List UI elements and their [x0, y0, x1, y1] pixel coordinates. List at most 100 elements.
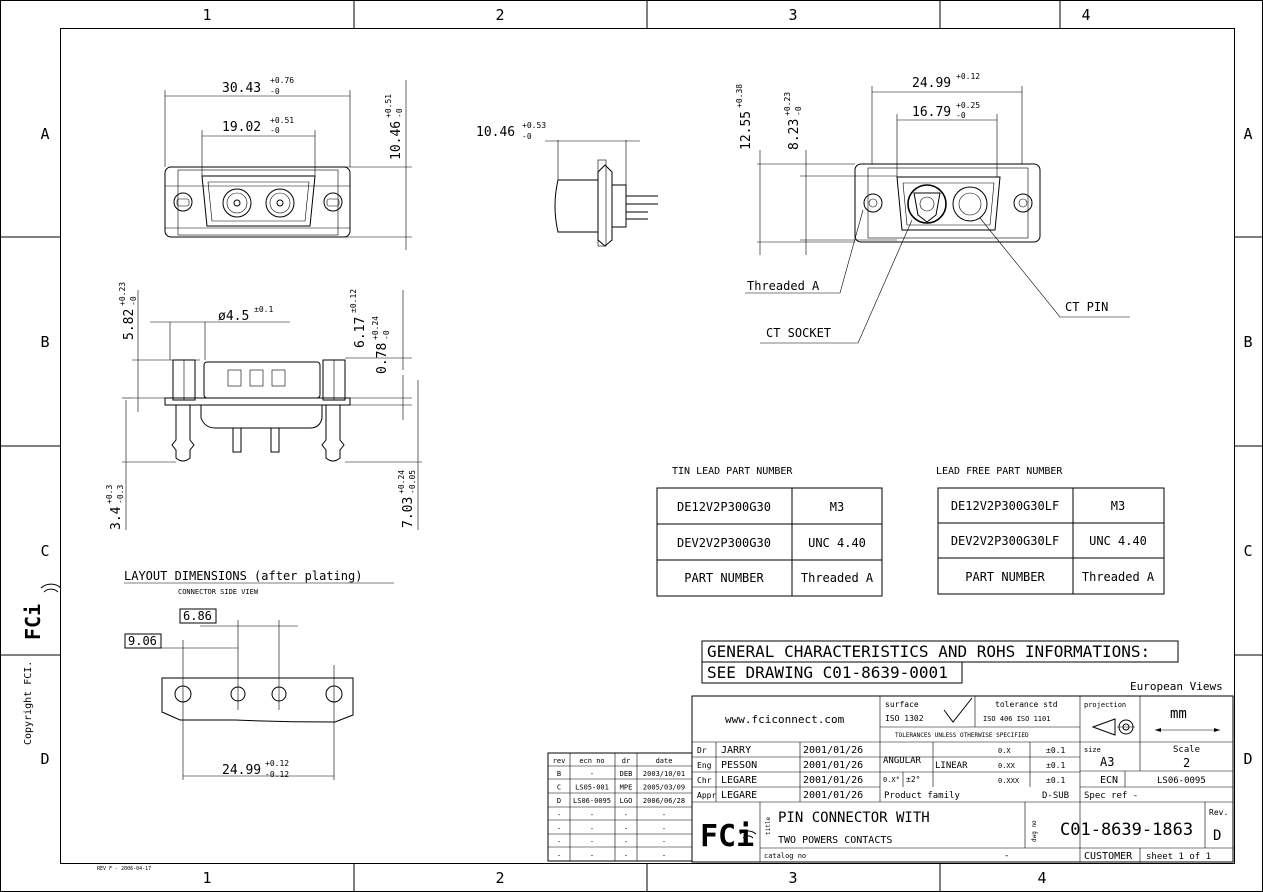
projection-symbol-icon	[1091, 718, 1135, 736]
dim-rear-inner-tol-minus: -0	[956, 111, 966, 120]
customer-label: CUSTOMER	[1084, 851, 1133, 862]
product-family-label: Product family	[884, 791, 960, 801]
layout-dim-offset: 9.06	[128, 634, 157, 648]
revision-cell: -	[590, 811, 594, 819]
zone-left-a: A	[40, 125, 49, 143]
approval-cell: Dr	[697, 746, 707, 755]
revision-cell: -	[662, 824, 666, 832]
approval-cell: 2001/01/26	[803, 775, 863, 786]
dwg-label: dwg no	[1031, 820, 1038, 842]
approval-cell: 2001/01/26	[803, 760, 863, 771]
zone-bottom-1: 1	[202, 869, 211, 887]
callout-ct-pin: CT PIN	[1065, 300, 1108, 314]
zone-top-4: 4	[1081, 6, 1090, 24]
size-value: A3	[1100, 755, 1114, 769]
dim-bottom-left-height-tol-minus: -0	[129, 296, 138, 306]
zone-left-c: C	[40, 542, 49, 560]
dim-front-height: 10.46	[389, 121, 404, 160]
revision-cell: -	[662, 852, 666, 860]
dim-rear-height-tol: +0.38	[735, 84, 744, 108]
dim-flange-tol-minus: -0	[382, 330, 391, 340]
unit-mm: mm	[1170, 706, 1187, 722]
revision-cell: MPE	[620, 784, 633, 792]
revision-cell: -	[590, 852, 594, 860]
zone-top-1: 1	[202, 6, 211, 24]
revision-cell: -	[557, 852, 561, 860]
approval-cell: Eng	[697, 761, 712, 770]
approval-cell: 2001/01/26	[803, 790, 863, 801]
approval-cell: Appr	[697, 791, 716, 800]
approval-cell: LEGARE	[721, 775, 757, 786]
dim-tail-length: 7.03	[401, 497, 416, 528]
free-thread-2: UNC 4.40	[1089, 534, 1147, 548]
revision-cell: -	[590, 824, 594, 832]
spec-ref: Spec ref -	[1084, 791, 1138, 801]
zone-right-b: B	[1243, 333, 1252, 351]
revision-cell: -	[624, 838, 628, 846]
zone-right-a: A	[1243, 125, 1252, 143]
rear-view: 24.99 +0.12 16.79 +0.25 -0 12.55 +0.38 8…	[735, 72, 1130, 344]
surface-label: surface	[885, 700, 919, 709]
dim-rear-inner-height-tol-plus: +0.23	[783, 92, 792, 116]
drawing-number: C01-8639-1863	[1060, 820, 1193, 840]
revision-cell: D	[557, 797, 561, 805]
dim-post-height-tol: ±0.12	[349, 289, 358, 313]
angular-label: ANGULAR	[883, 756, 922, 766]
free-thread-1: M3	[1111, 499, 1125, 513]
zone-top-2: 2	[495, 6, 504, 24]
dim-rear-inner-tol-plus: +0.25	[956, 101, 980, 110]
dim-boardlock-tol-minus: -0.3	[116, 485, 125, 504]
dim-rear-inner: 16.79	[912, 105, 951, 120]
product-family-value: D-SUB	[1042, 791, 1069, 801]
tin-lead-table: TIN LEAD PART NUMBER DE12V2P300G30 M3 DE…	[656, 466, 883, 597]
fci-signal-icon	[40, 583, 62, 593]
scale-label: Scale	[1173, 745, 1200, 755]
callout-threaded: Threaded A	[747, 279, 820, 293]
dim-rear-width-tol: +0.12	[956, 72, 980, 81]
dim-front-inner-tol-plus: +0.51	[270, 116, 294, 125]
dim-front-inner-tol-minus: -0	[270, 126, 280, 135]
dim-pin-diameter: ø4.5	[218, 309, 249, 324]
dim-flange: 0.78	[375, 343, 390, 374]
dim-tail-length-tol-plus: +0.24	[397, 470, 406, 494]
fci-logo-signal-icon	[739, 830, 757, 839]
dim-tail-length-tol-minus: -0.05	[408, 470, 417, 494]
linear-format: 0.X	[998, 747, 1011, 755]
rev-header-ecn: ecn no	[579, 757, 604, 765]
tin-header-part: PART NUMBER	[684, 571, 764, 585]
zone-top-3: 3	[788, 6, 797, 24]
revision-cell: DEB	[620, 770, 633, 778]
rev-header-rev: rev	[553, 757, 566, 765]
layout-dim-width-tol-plus: +0.12	[265, 759, 289, 768]
lead-free-title: LEAD FREE PART NUMBER	[936, 466, 1063, 477]
tin-thread-1: M3	[830, 500, 844, 514]
layout-view: LAYOUT DIMENSIONS (after plating) CONNEC…	[124, 569, 394, 780]
dim-front-height-tol-plus: +0.51	[384, 94, 393, 118]
dim-front-height-tol-minus: -0	[395, 108, 404, 118]
zone-right-d: D	[1243, 750, 1252, 768]
approval-cell: JARRY	[721, 745, 751, 756]
dim-bottom-left-height: 5.82	[122, 309, 137, 340]
sheet-count: sheet 1 of 1	[1146, 852, 1211, 862]
revision-cell: -	[590, 770, 594, 778]
revision-cell: -	[557, 811, 561, 819]
angular-tol: ±2°	[906, 775, 920, 784]
side-view: 10.46 +0.53 -0	[476, 121, 658, 247]
revision-cell: 2003/10/01	[643, 770, 685, 778]
surface-check-icon	[943, 697, 973, 723]
approval-cell: LEGARE	[721, 790, 757, 801]
dim-flange-tol-plus: +0.24	[371, 316, 380, 340]
revision-cell: C	[557, 784, 561, 792]
dim-rear-width: 24.99	[912, 76, 951, 91]
ecn-value: LS06-0095	[1157, 776, 1206, 786]
layout-dim-width: 24.99	[222, 763, 261, 778]
revision-cell: -	[662, 811, 666, 819]
surface-value: ISO 1302	[885, 714, 924, 723]
left-edge-marks: FCi Copyright FCI. REV F - 2006-04-17	[21, 583, 151, 872]
dim-pin-diameter-tol: ±0.1	[254, 305, 273, 314]
zone-left-b: B	[40, 333, 49, 351]
tin-lead-title: TIN LEAD PART NUMBER	[672, 466, 793, 477]
lead-free-table: LEAD FREE PART NUMBER DE12V2P300G30LF M3…	[936, 466, 1165, 595]
